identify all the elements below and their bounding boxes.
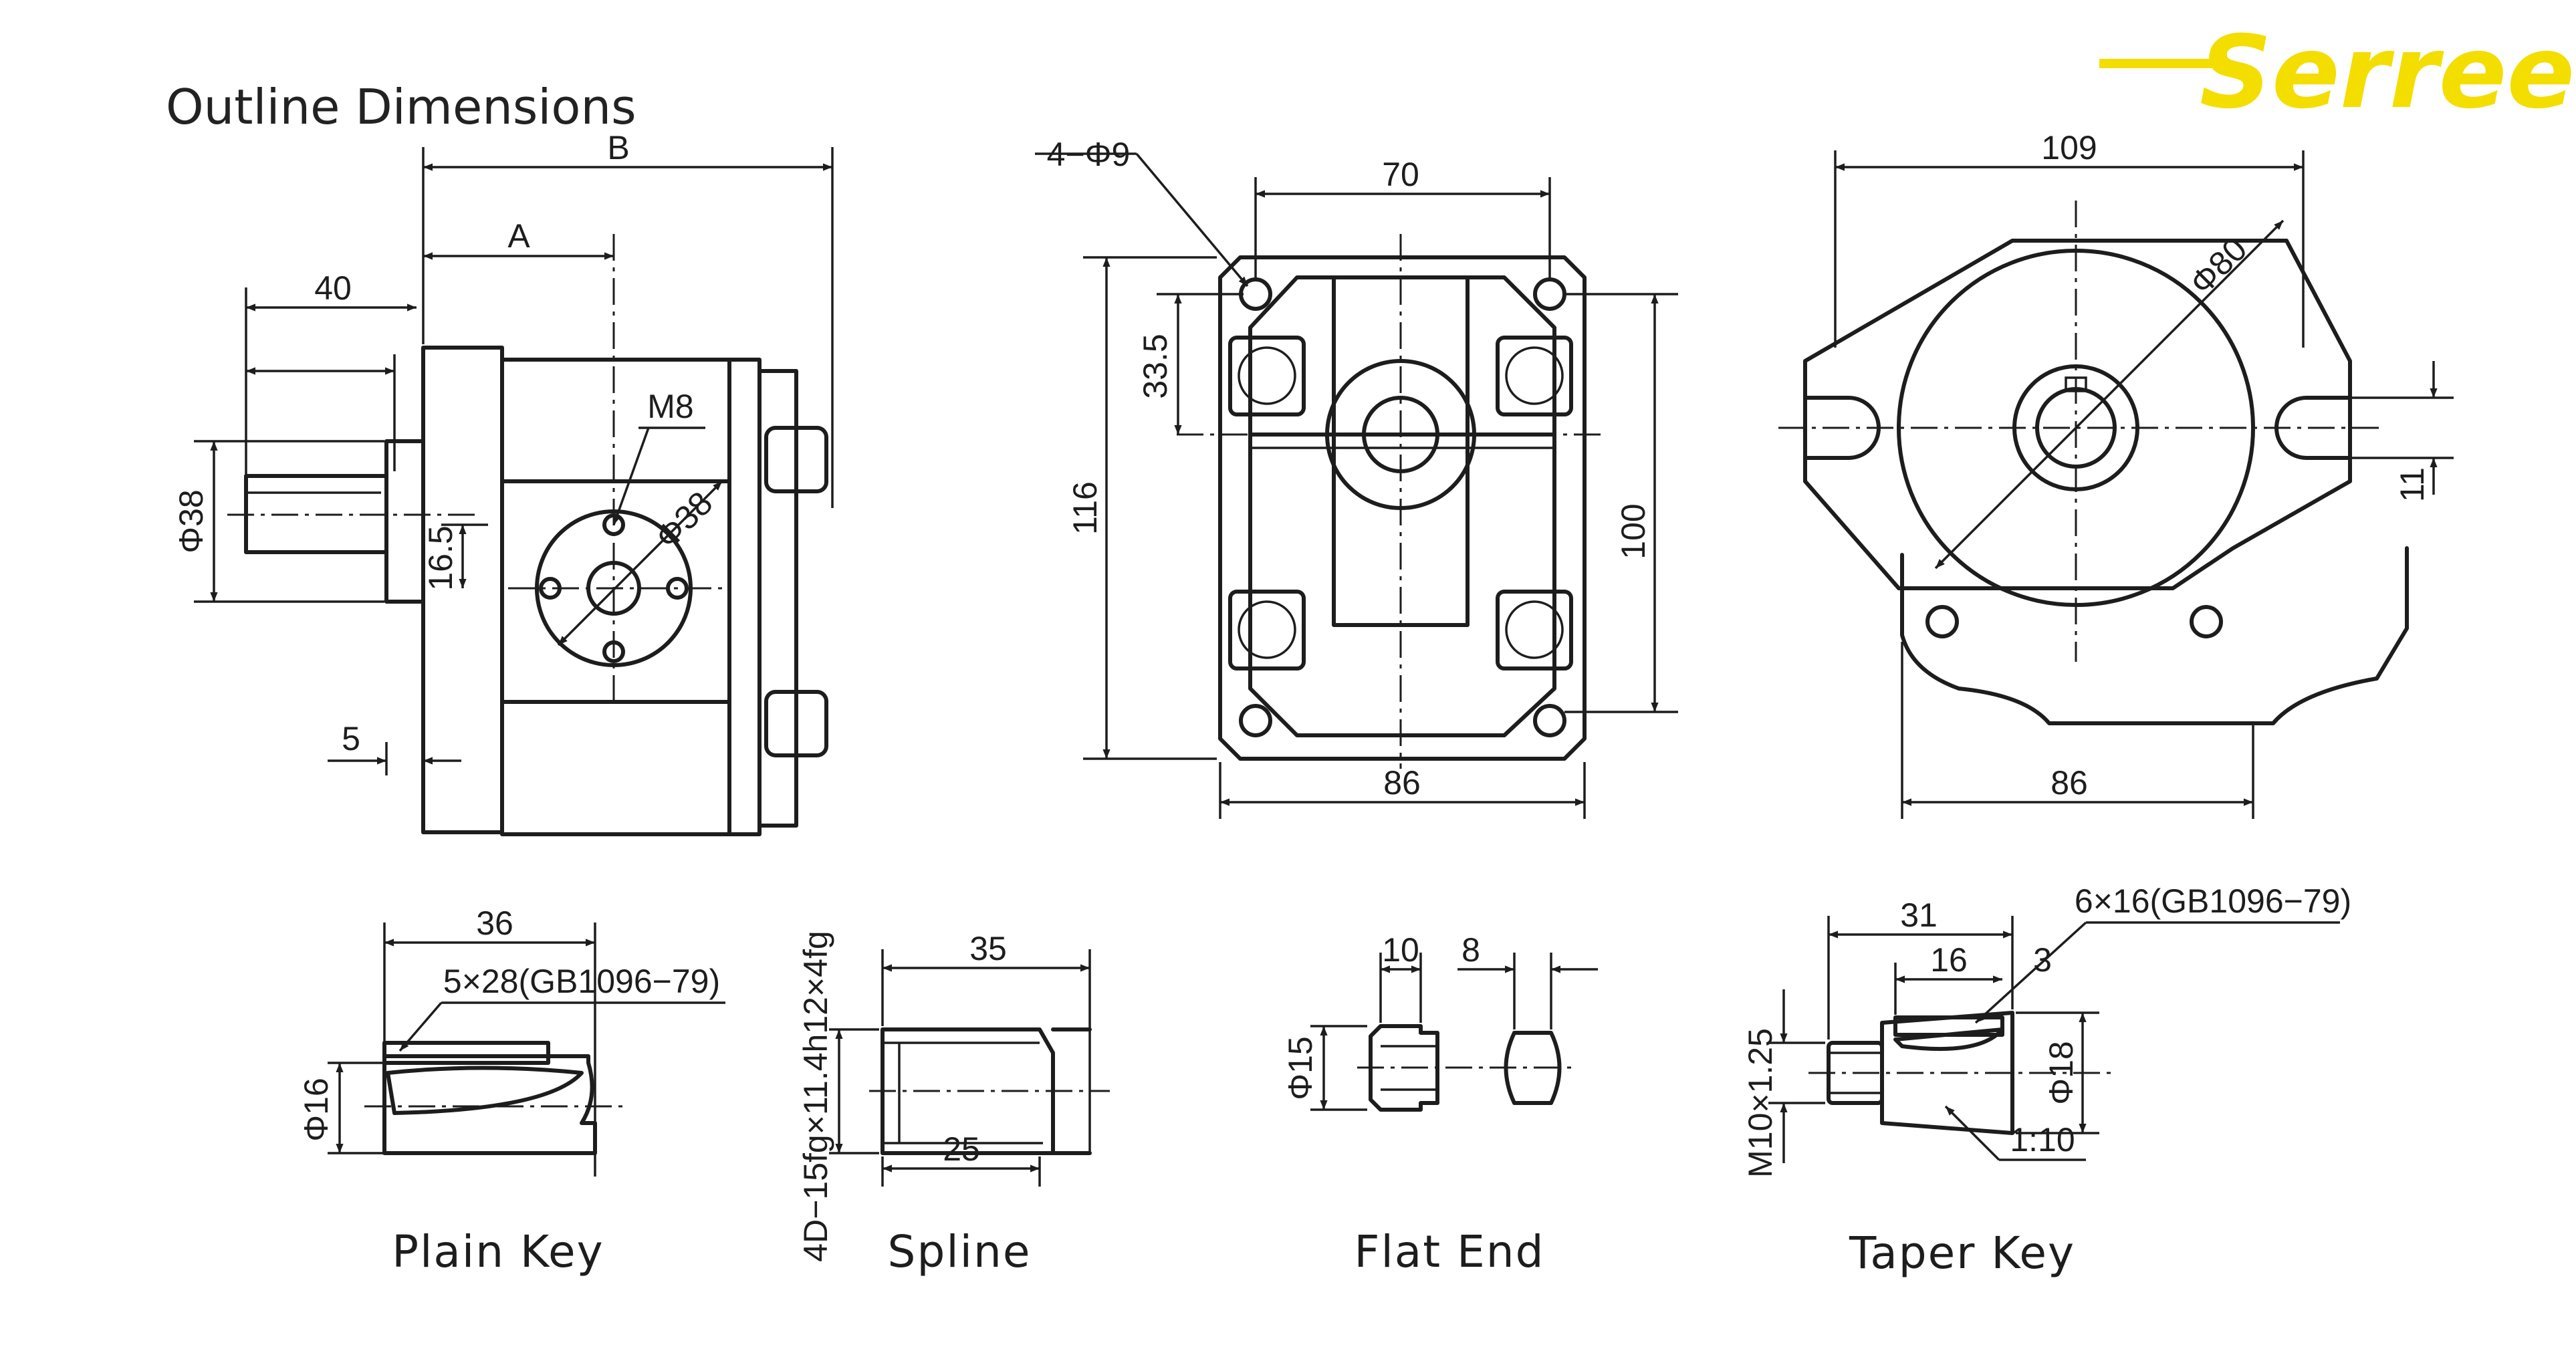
front-flange-outline <box>1218 255 1587 761</box>
dim-8: 8 <box>1461 931 1480 969</box>
dim-16-taper: 16 <box>1930 941 1968 979</box>
plain-key-detail: 36 5×28(GB1096−79) Φ16 Plain Key <box>298 904 725 1277</box>
dim-shaft-dia38: Φ38 <box>172 489 210 554</box>
caption-flat-end: Flat End <box>1354 1226 1544 1277</box>
dim-10: 10 <box>1382 931 1419 969</box>
dim-33-5: 33.5 <box>1137 334 1174 398</box>
mount-hole-icon <box>1533 704 1566 737</box>
dim-B: B <box>607 129 629 166</box>
bolt-pocket-icon <box>1496 590 1573 670</box>
page-title: Outline Dimensions <box>166 79 636 135</box>
front-view: 70 4−Φ9 116 33.5 100 86 <box>1035 136 1678 819</box>
spline-detail: 35 25 4D−15fg×11.4h12×4fg Spline <box>797 930 1110 1277</box>
dim-86-flange: 86 <box>2051 764 2088 802</box>
caption-taper-key: Taper Key <box>1849 1227 2075 1279</box>
flat-end-detail: 10 8 Φ15 Flat End <box>1282 931 1598 1277</box>
dim-holes: 4−Φ9 <box>1047 136 1131 173</box>
taper-key-spec: 6×16(GB1096−79) <box>2075 882 2351 920</box>
flange-view: 109 Φ80 11 86 <box>1778 129 2454 819</box>
mount-hole-icon <box>1533 277 1566 311</box>
dim-116: 116 <box>1066 481 1104 535</box>
plain-key-hatch <box>386 1066 584 1115</box>
dim-70: 70 <box>1382 156 1419 193</box>
shaft-shoulder <box>384 439 425 604</box>
port-hole-icon <box>1925 605 1959 638</box>
spline-spec: 4D−15fg×11.4h12×4fg <box>797 931 834 1261</box>
caption-plain-key: Plain Key <box>392 1226 604 1277</box>
bolt-pocket-icon <box>1228 336 1306 416</box>
pump-body-outline <box>1900 546 2409 725</box>
flat-end-shaft <box>1369 1024 1439 1112</box>
dim-35: 35 <box>969 930 1007 967</box>
brand-logo-text: Serreen <box>2200 15 2576 131</box>
dim-16-5: 16.5 <box>422 525 459 590</box>
dim-flat-dia15: Φ15 <box>1282 1036 1319 1100</box>
flange-outline <box>1803 239 2352 590</box>
dim-plain-dia16: Φ16 <box>298 1078 335 1142</box>
mount-hole-icon <box>1239 704 1272 737</box>
bolt-head-icon <box>764 690 828 757</box>
dim-3: 3 <box>2033 941 2052 979</box>
brand-logo: Serreen <box>2099 15 2576 131</box>
dim-109: 109 <box>2041 129 2097 166</box>
spline-shaft <box>881 1027 1055 1155</box>
rear-cover <box>727 358 762 836</box>
logo-bar-icon <box>2099 59 2226 68</box>
dim-36: 36 <box>476 904 513 942</box>
side-view: B A 40 Φ38 16.5 M8 Φ38 <box>172 129 834 836</box>
port-hole-icon <box>2190 605 2223 638</box>
taper-key-detail: 31 16 3 6×16(GB1096−79) M10×1.25 Φ18 1:1… <box>1742 882 2351 1279</box>
flat-end-section <box>1504 1031 1562 1105</box>
dim-100: 100 <box>1615 503 1652 559</box>
dim-25: 25 <box>943 1130 980 1168</box>
dim-thread-m8: M8 <box>647 388 693 425</box>
dim-5: 5 <box>342 720 360 757</box>
bolt-head-icon <box>764 426 828 493</box>
caption-spline: Spline <box>888 1226 1032 1277</box>
dim-31: 31 <box>1900 896 1938 934</box>
dim-thread-m10: M10×1.25 <box>1742 1028 1779 1178</box>
bolt-pocket-icon <box>1228 590 1306 670</box>
bolt-pocket-icon <box>1496 336 1573 416</box>
dim-taper-ratio: 1:10 <box>2010 1121 2075 1158</box>
taper-key-hatch <box>1893 1027 2004 1052</box>
dim-86: 86 <box>1383 764 1421 802</box>
dim-40: 40 <box>314 269 352 307</box>
dim-11: 11 <box>2393 467 2431 502</box>
plain-key-key <box>382 1041 550 1065</box>
plain-key-spec: 5×28(GB1096−79) <box>443 963 720 1000</box>
dim-A: A <box>507 217 530 255</box>
